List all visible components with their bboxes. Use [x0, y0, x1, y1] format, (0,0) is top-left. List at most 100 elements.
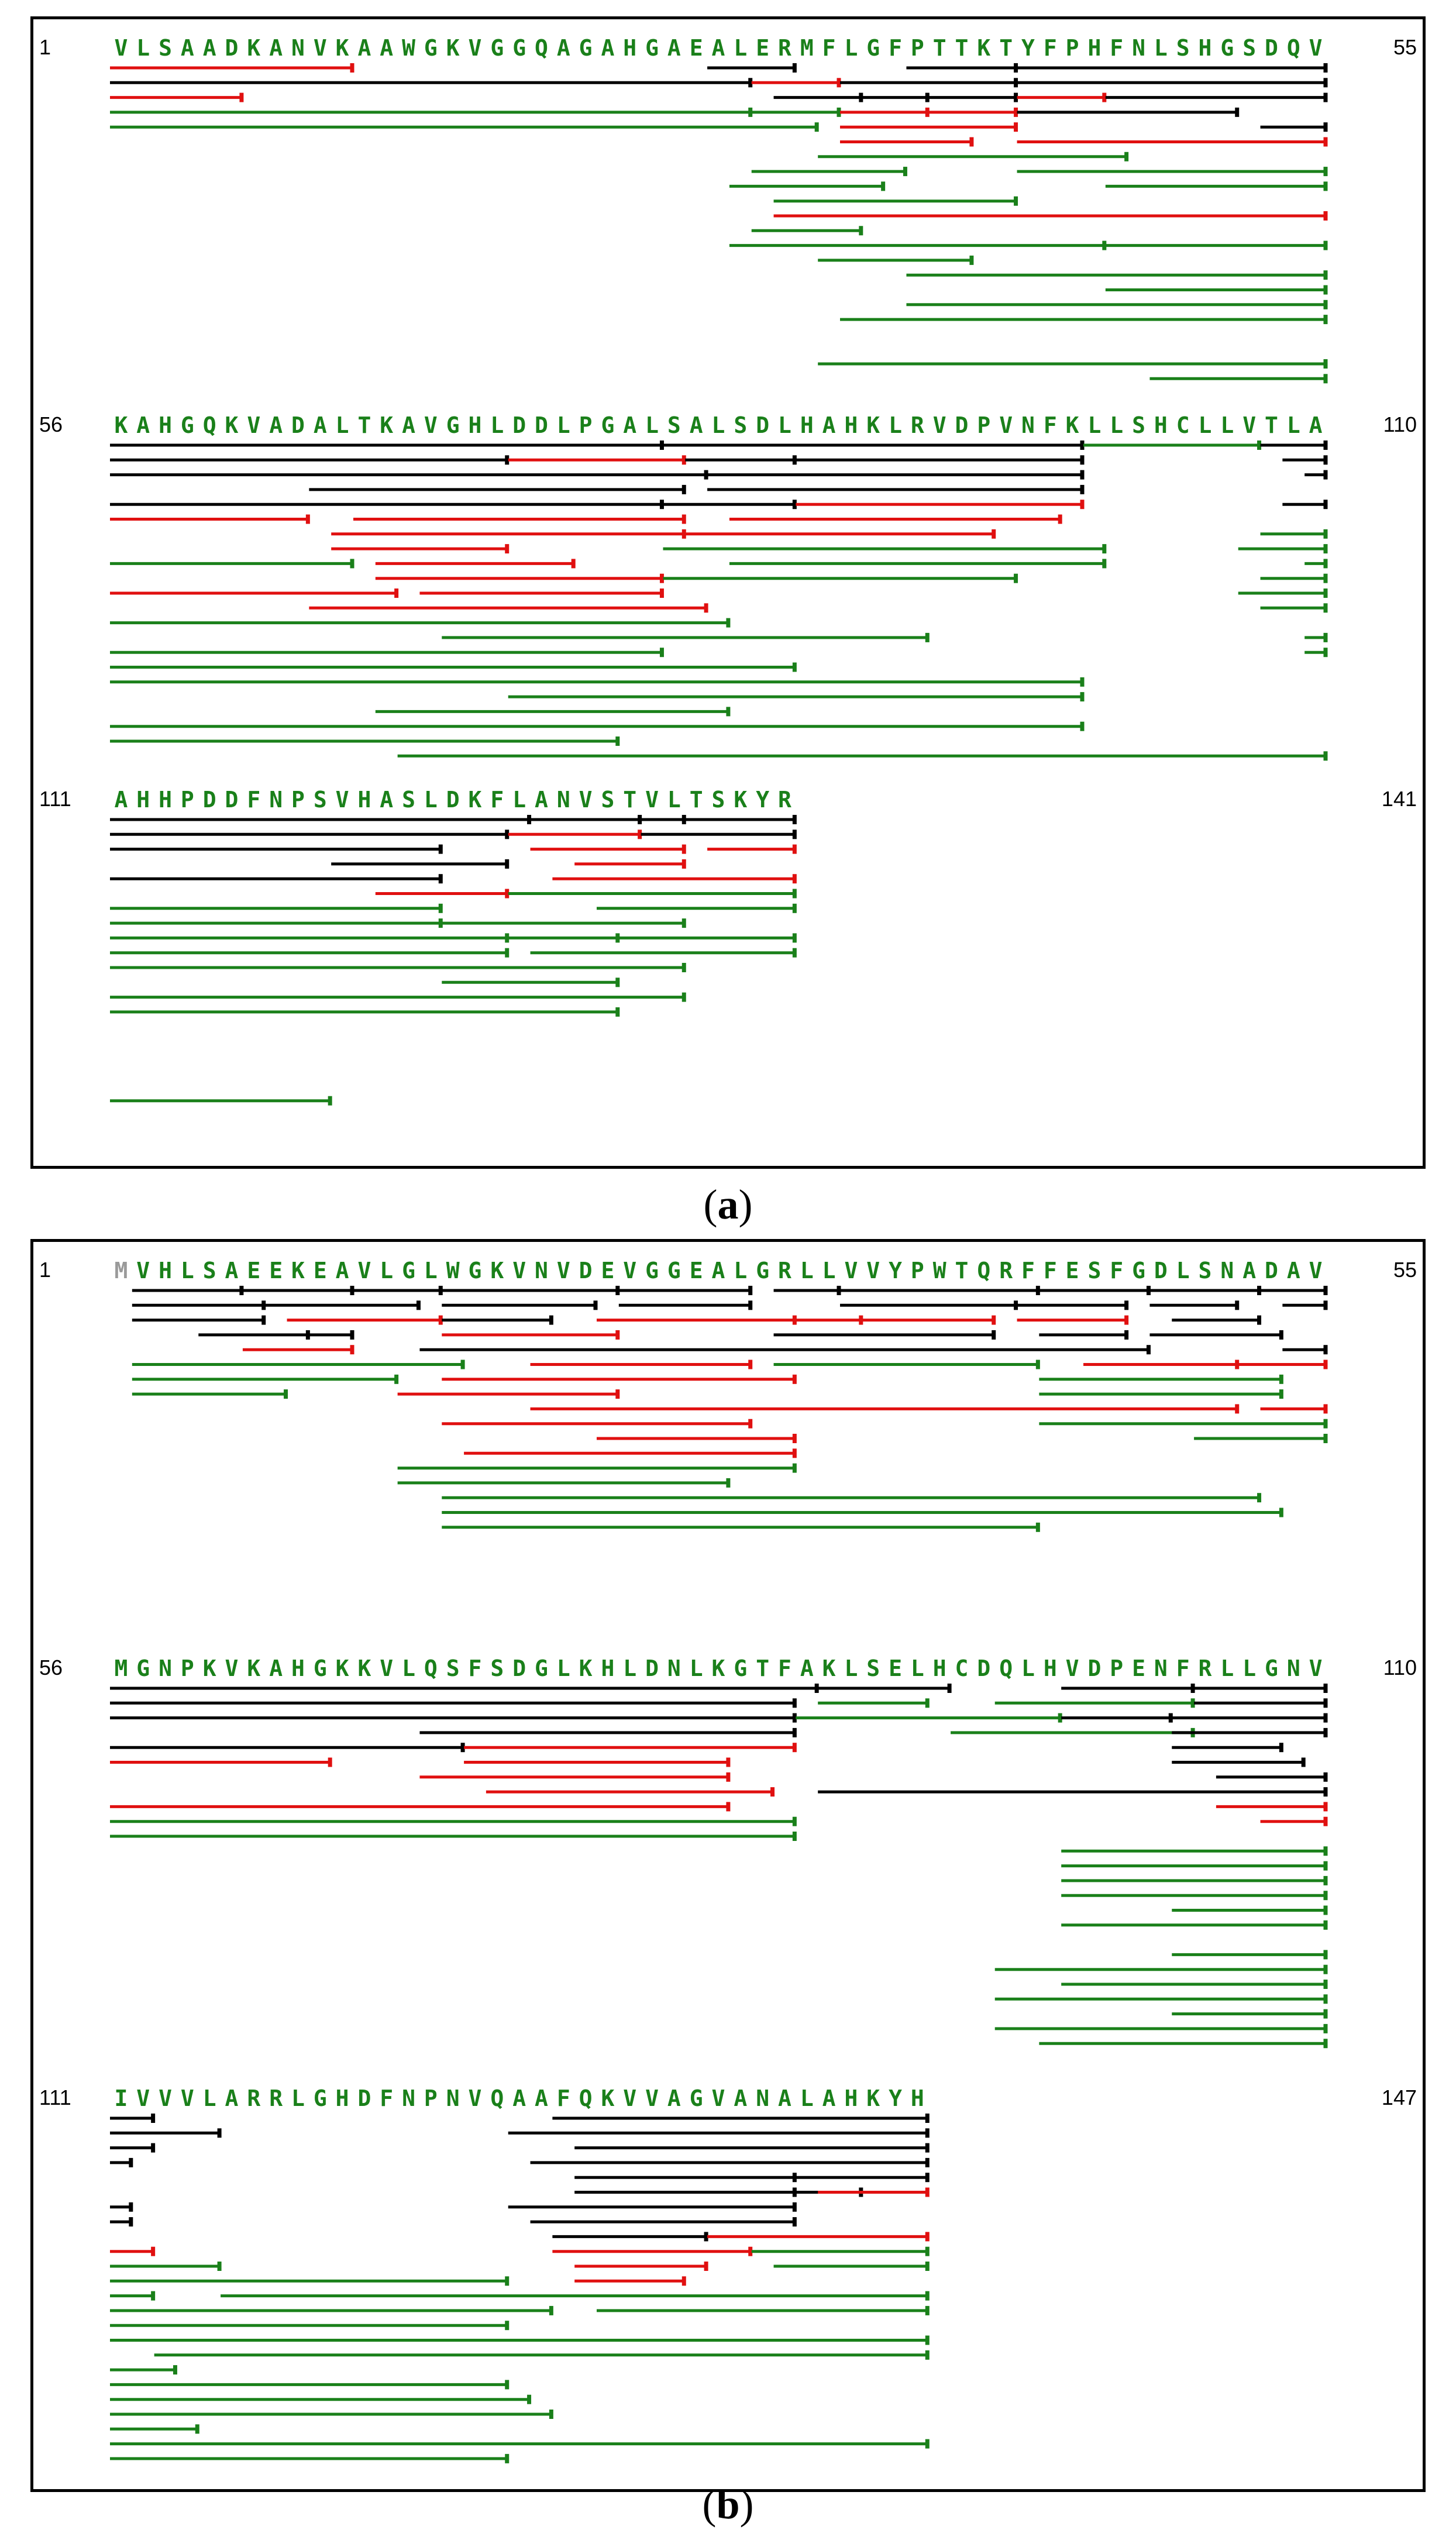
residue-letter: N — [291, 35, 305, 61]
peptide-bar — [442, 1493, 1262, 1503]
residue-letter: Y — [889, 1258, 902, 1283]
peptide-bar — [110, 948, 510, 958]
residue-letter: V — [336, 787, 349, 813]
peptide-bar — [1282, 1345, 1328, 1355]
residue-letter: K — [712, 1656, 725, 1681]
residue-letter: V — [645, 787, 659, 813]
peptide-bar — [618, 933, 797, 943]
residue-letter: N — [1132, 35, 1145, 61]
residue-letter: F — [557, 2085, 570, 2111]
peptide-bar — [110, 1757, 332, 1767]
peptide-bar — [442, 632, 930, 642]
peptide-bar — [110, 903, 443, 913]
peptide-bar — [1017, 107, 1240, 117]
residue-letter: W — [933, 1258, 946, 1283]
peptide-bar — [1017, 137, 1328, 147]
peptide-bar — [818, 2187, 930, 2197]
peptide-bar — [110, 963, 686, 972]
residue-letter: K — [601, 2085, 614, 2111]
peptide-bar — [110, 2246, 156, 2256]
peptide-bar — [110, 2453, 510, 2463]
residue-letter: V — [999, 412, 1013, 438]
residue-letter: V — [1309, 1656, 1323, 1681]
peptide-bar — [729, 240, 1107, 250]
peptide-bar — [906, 300, 1328, 309]
residue-letter: Q — [1287, 35, 1300, 61]
peptide-bar — [419, 1345, 1151, 1355]
residue-letter: N — [535, 1258, 548, 1283]
peptide-bar — [1260, 440, 1328, 450]
peptide-bar — [442, 1419, 753, 1429]
peptide-bar — [773, 92, 863, 102]
residue-letter: K — [114, 412, 128, 438]
peptide-bar — [1149, 1330, 1283, 1340]
residue-letter: P — [181, 787, 194, 813]
residue-letter: G — [181, 412, 194, 438]
peptide-bar — [751, 167, 907, 177]
residue-letter: R — [999, 1258, 1013, 1283]
peptide-bar — [331, 529, 686, 539]
residue-letter: V — [357, 1258, 371, 1283]
residue-letter: G — [601, 412, 614, 438]
peptide-bar — [110, 721, 1085, 731]
residue-letter: K — [977, 35, 990, 61]
peptide-bar — [1105, 92, 1328, 102]
residue-letter: L — [734, 1258, 747, 1283]
residue-letter: G — [645, 1258, 659, 1283]
residue-letter: V — [1309, 1258, 1323, 1283]
peptide-bar — [906, 63, 1018, 73]
peptide-bar — [1083, 440, 1262, 450]
peptide-bar — [729, 559, 1107, 569]
peptide-bar — [574, 2187, 797, 2197]
peptide-bar — [840, 107, 930, 117]
residue-letter: L — [911, 1656, 924, 1681]
residue-letter: H — [623, 35, 636, 61]
residue-letter: L — [778, 412, 791, 438]
peptide-bar — [110, 844, 443, 854]
residue-letter: G — [667, 1258, 681, 1283]
residue-letter: F — [1044, 1258, 1057, 1283]
residue-letter: S — [866, 1656, 880, 1681]
residue-letter: A — [314, 412, 327, 438]
peptide-bar — [1149, 1300, 1240, 1310]
residue-letter: H — [844, 412, 858, 438]
peptide-bar — [530, 2217, 797, 2227]
residue-letter: L — [1087, 412, 1101, 438]
peptide-bar — [1304, 559, 1328, 569]
residue-letter: A — [336, 1258, 349, 1283]
peptide-bar — [110, 2157, 133, 2167]
residue-letter: H — [800, 412, 814, 438]
peptide-bar — [1304, 470, 1328, 480]
residue-letter: W — [446, 1258, 460, 1283]
peptide-bar — [1172, 2009, 1328, 2019]
peptide-bar — [110, 107, 753, 117]
residue-letter: K — [336, 1656, 349, 1681]
residue-letter: N — [269, 787, 283, 813]
peptide-bar — [508, 933, 620, 943]
peptide-bar — [1194, 1684, 1328, 1693]
residue-letter: L — [424, 787, 438, 813]
residue-letter: P — [291, 787, 305, 813]
peptide-bar — [618, 1300, 753, 1310]
peptide-bar — [597, 1434, 797, 1443]
residue-letter: G — [734, 1656, 747, 1681]
residue-letter: D — [203, 787, 216, 813]
residue-letter: T — [955, 1258, 969, 1283]
peptide-bar — [685, 455, 797, 465]
peptide-bar — [707, 2232, 930, 2242]
residue-letter: G — [402, 1258, 415, 1283]
residue-letter: V — [114, 35, 128, 61]
residue-letter: I — [114, 2085, 128, 2111]
peptide-rows — [110, 815, 797, 1106]
residue-letter: Q — [203, 412, 216, 438]
peptide-bar — [110, 2114, 156, 2123]
residue-letter: L — [712, 412, 725, 438]
peptide-bar — [1039, 1419, 1328, 1429]
peptide-bar — [530, 844, 686, 854]
residue-letter: H — [291, 1656, 305, 1681]
peptide-bar — [309, 603, 708, 613]
peptide-bar — [442, 1315, 553, 1325]
